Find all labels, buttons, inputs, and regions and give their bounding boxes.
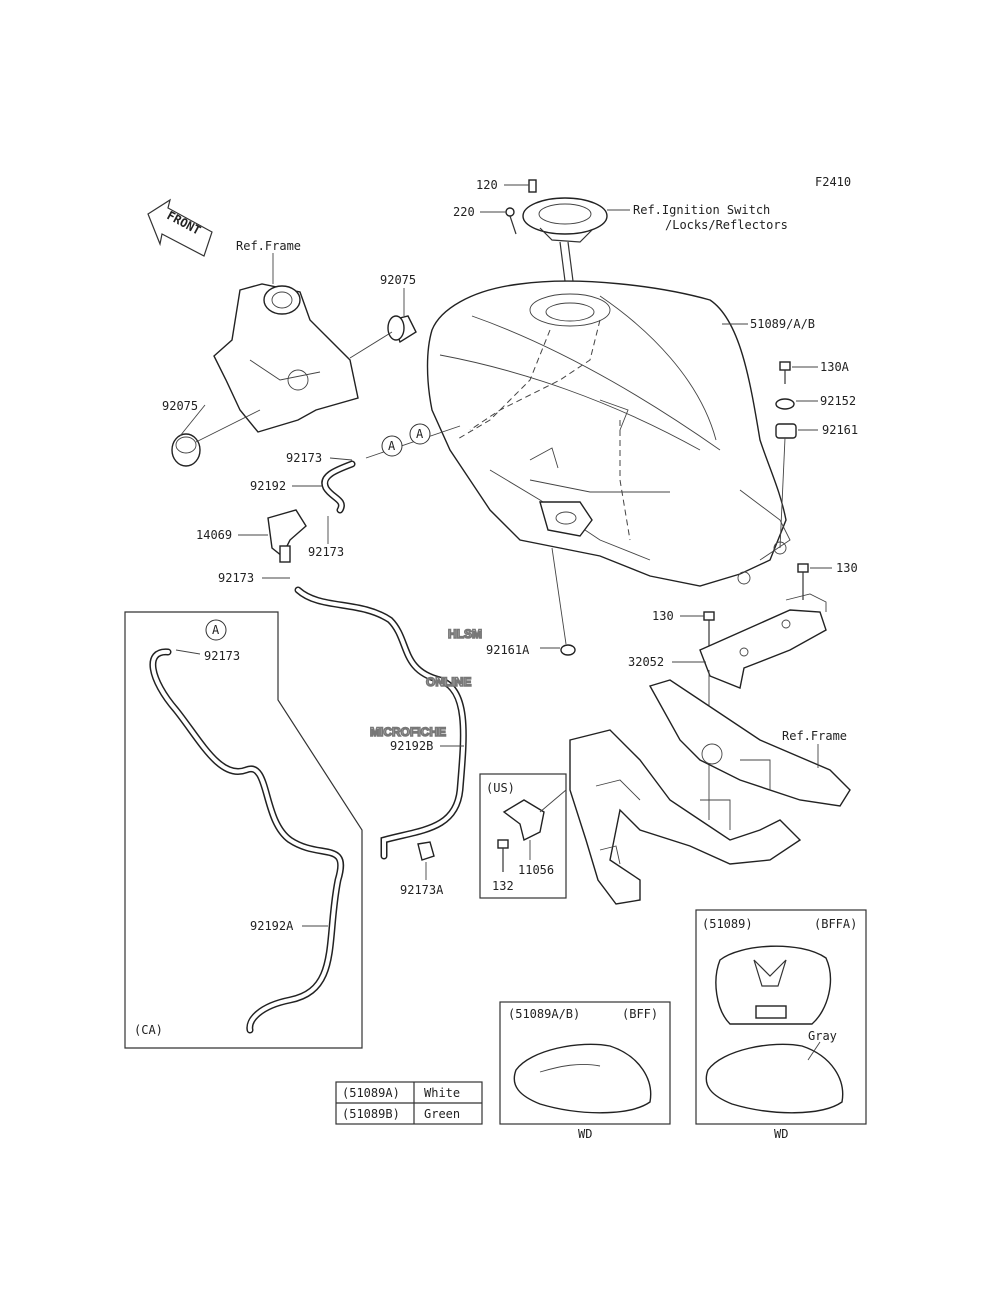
grommet-92161 — [775, 423, 797, 439]
color-table: (51089A) White (51089B) Green — [335, 1081, 483, 1125]
label-92173-b: 92173 — [308, 545, 344, 559]
bff-tag: (BFF) — [622, 1007, 658, 1021]
ca-variant-box — [124, 611, 363, 1049]
bff-variant-box — [499, 1001, 671, 1125]
front-badge: FRONT — [165, 208, 203, 237]
label-220: 220 — [453, 205, 475, 219]
hose-92192 — [321, 460, 356, 514]
tank-top-bffa — [715, 945, 832, 1025]
label-51089: 51089/A/B — [750, 317, 815, 331]
label-92161a: 92161A — [486, 643, 530, 657]
screw-120 — [528, 179, 537, 193]
color-row-2-code: (51089B) — [342, 1107, 400, 1121]
label-92173-d: 92173 — [204, 649, 240, 663]
fuel-cap-assembly — [522, 197, 608, 321]
gray-label: Gray — [808, 1029, 837, 1043]
label-92192: 92192 — [250, 479, 286, 493]
bffa-tag: (BFFA) — [814, 917, 857, 931]
us-tag: (US) — [486, 781, 515, 795]
circle-a-2: A — [416, 427, 424, 441]
label-130a: 130A — [820, 360, 850, 374]
circle-a-ca: A — [212, 623, 220, 637]
wd-left: WD — [578, 1127, 592, 1141]
bff-code: (51089A/B) — [508, 1007, 580, 1021]
label-130-right: 130 — [836, 561, 858, 575]
fuel-tank — [426, 280, 791, 587]
label-92161: 92161 — [822, 423, 858, 437]
tank-cover-bff — [513, 1043, 652, 1114]
bolt-220 — [505, 207, 517, 235]
watermark-line-2: ONLINE — [426, 675, 471, 689]
bffa-variant-box — [695, 909, 867, 1125]
wd-right: WD — [774, 1127, 788, 1141]
label-92075-top: 92075 — [380, 273, 416, 287]
circle-a-1: A — [388, 439, 396, 453]
label-92192a: 92192A — [250, 919, 294, 933]
color-row-1-code: (51089A) — [342, 1086, 400, 1100]
label-92192b: 92192B — [390, 739, 433, 753]
clip-92173a — [417, 841, 435, 861]
label-ref-ignition-2: /Locks/Reflectors — [665, 218, 788, 232]
hose-92192b — [294, 586, 467, 860]
label-ref-ignition-1: Ref.Ignition Switch — [633, 203, 770, 217]
label-ref-frame-top: Ref.Frame — [236, 239, 301, 253]
damper-92075-left — [171, 433, 201, 467]
color-row-1-color: White — [424, 1086, 460, 1100]
bolt-130a — [779, 361, 791, 384]
watermark-line-3: MICROFICHE — [370, 725, 446, 739]
bracket-32052 — [699, 593, 827, 689]
front-arrow-icon: FRONT — [147, 198, 213, 257]
color-row-2-color: Green — [424, 1107, 460, 1121]
label-14069: 14069 — [196, 528, 232, 542]
bracket-11056 — [502, 799, 545, 842]
label-120: 120 — [476, 178, 498, 192]
damper-92161a — [560, 644, 576, 656]
label-92152: 92152 — [820, 394, 856, 408]
damper-92075-top — [387, 315, 417, 344]
label-11056: 11056 — [518, 863, 554, 877]
frame-head — [213, 283, 359, 433]
hose-92192a — [149, 648, 345, 1034]
watermark-line-1: HLSM — [448, 627, 482, 641]
screw-132 — [497, 839, 509, 872]
valve-14069 — [267, 509, 307, 563]
label-ref-frame-bottom: Ref.Frame — [782, 729, 847, 743]
label-92173a: 92173A — [400, 883, 444, 897]
ca-tag: (CA) — [134, 1023, 163, 1037]
label-92173-c: 92173 — [218, 571, 254, 585]
us-variant-box — [479, 773, 567, 899]
label-132: 132 — [492, 879, 514, 893]
bffa-code: (51089) — [702, 917, 753, 931]
label-92173-a: 92173 — [286, 451, 322, 465]
frame-bottom — [569, 679, 851, 905]
tank-cover-bffa — [705, 1043, 844, 1114]
figure-code: F2410 — [815, 175, 851, 189]
label-32052: 32052 — [628, 655, 664, 669]
collar-92152 — [775, 398, 795, 410]
label-130-mid: 130 — [652, 609, 674, 623]
label-92075-left: 92075 — [162, 399, 198, 413]
